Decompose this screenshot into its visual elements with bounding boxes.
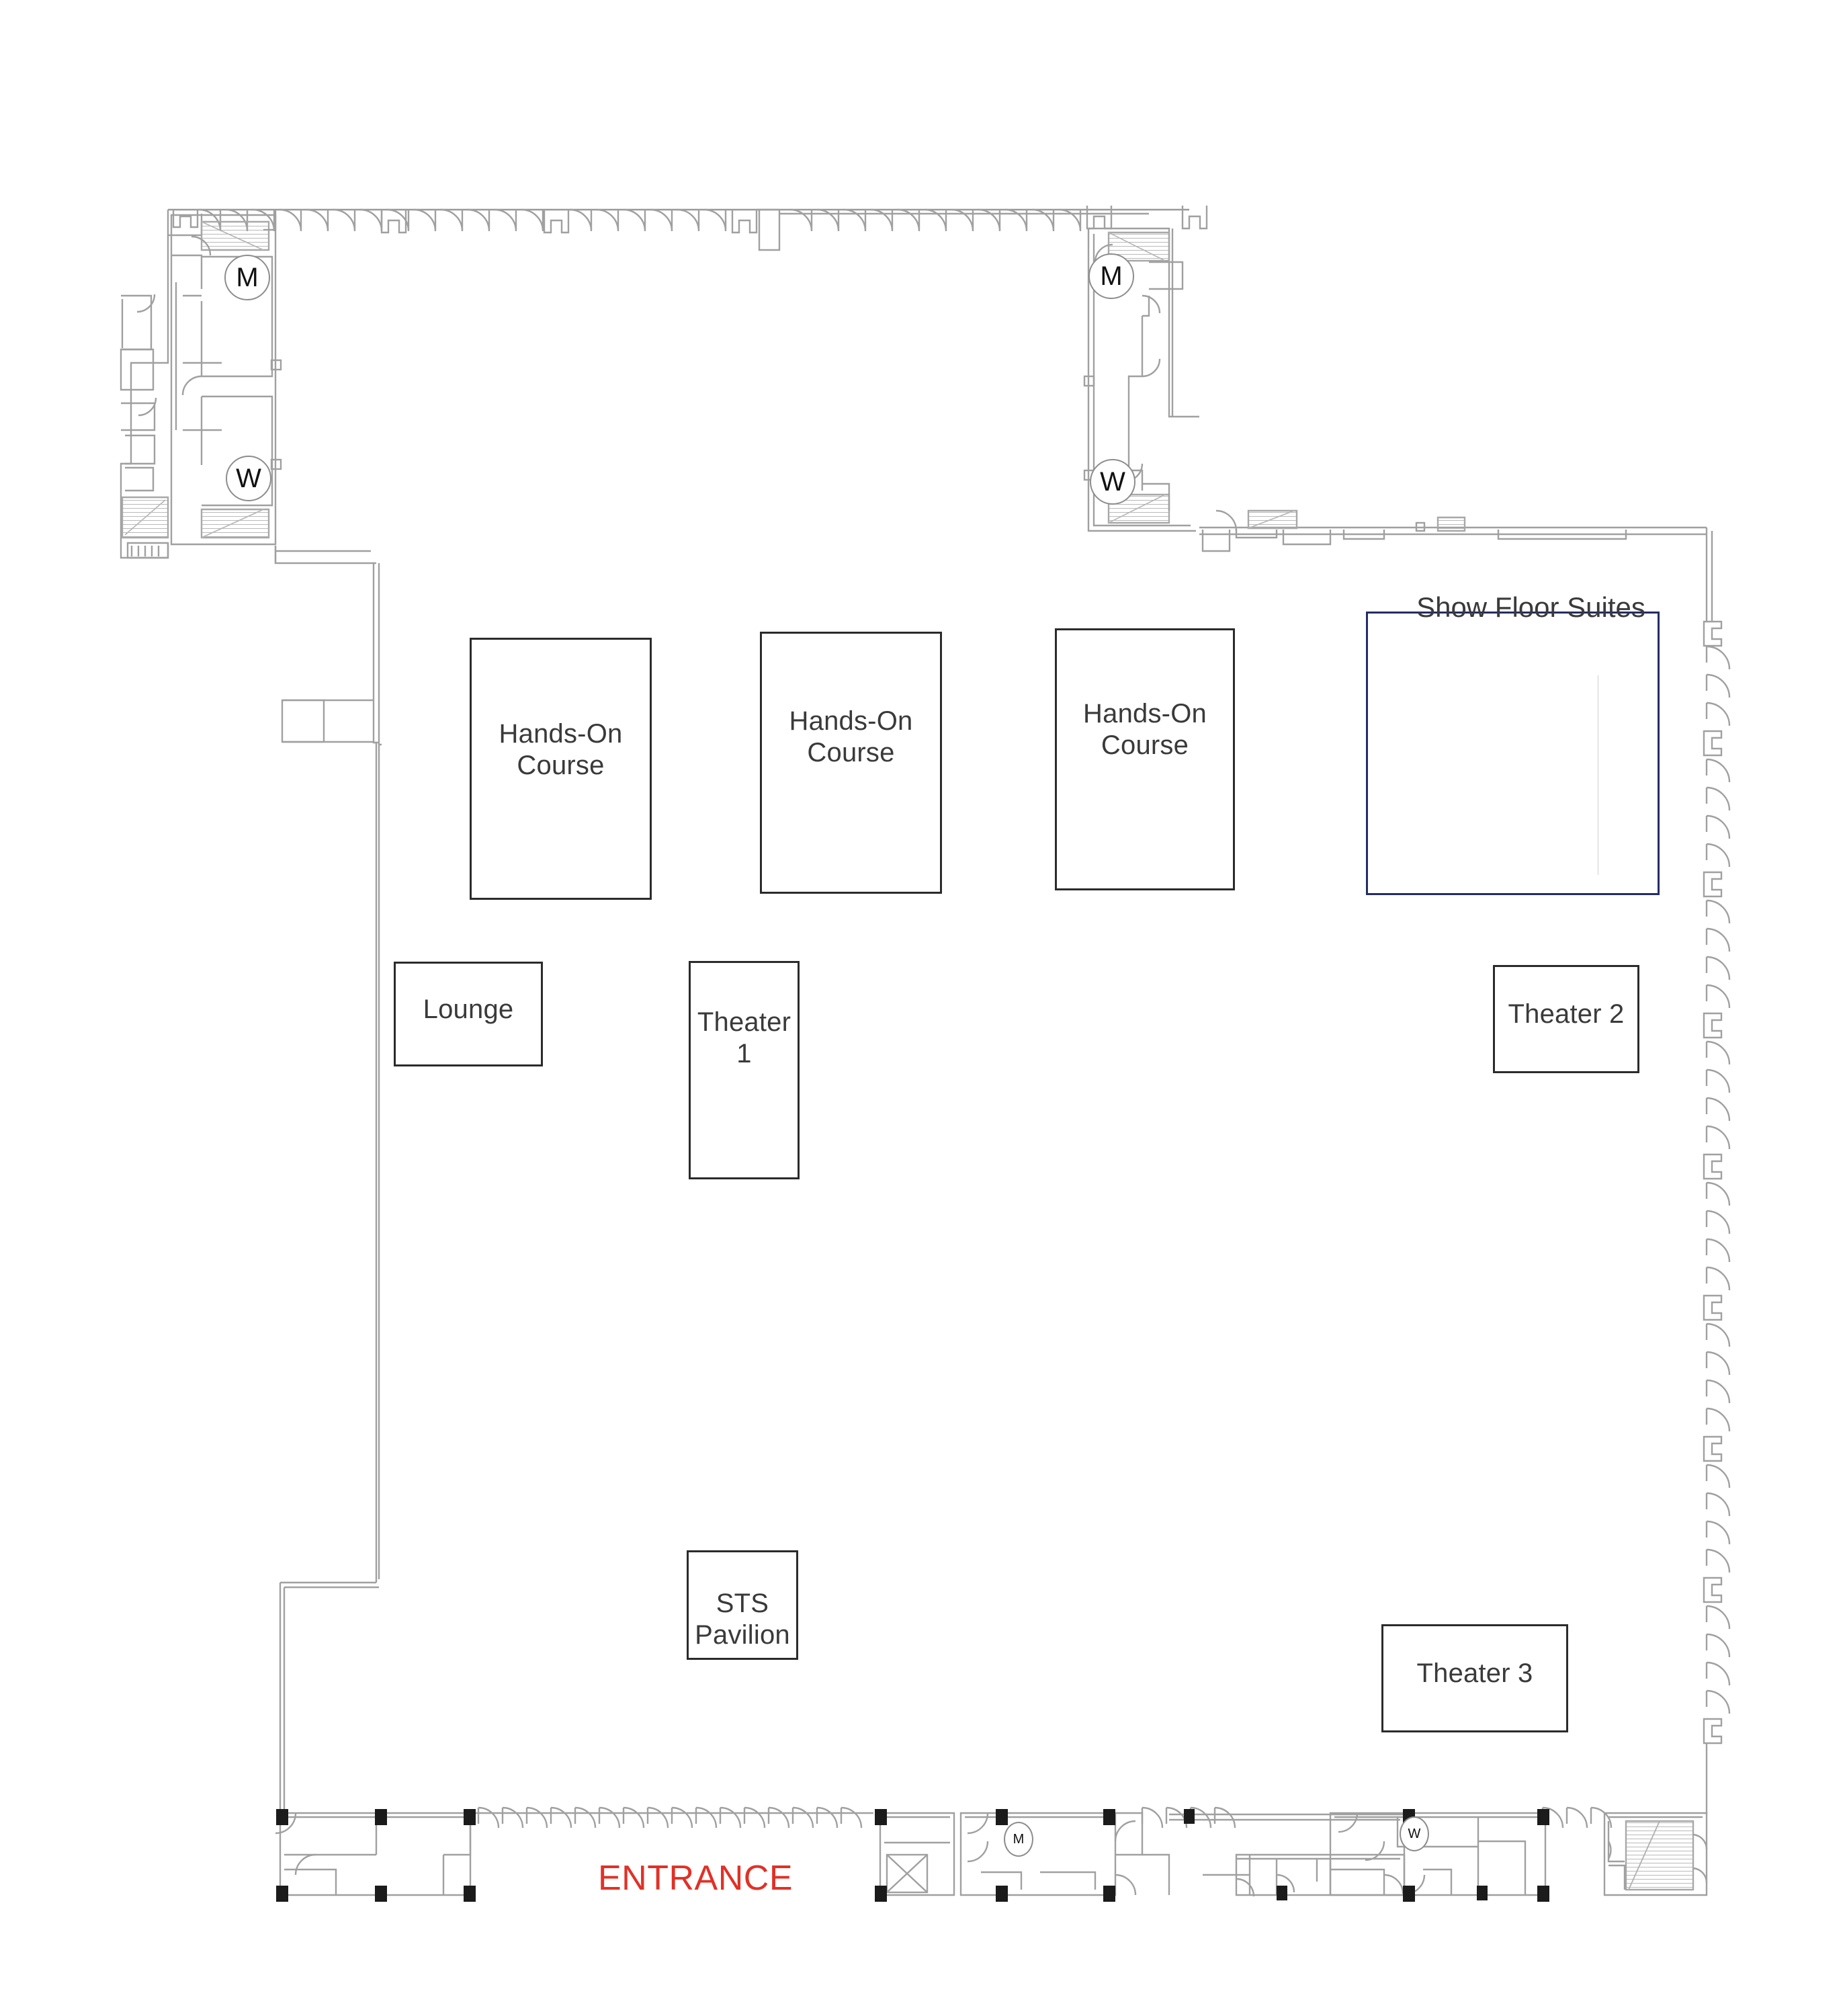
- top-curtain-wall: [168, 206, 1208, 251]
- upper-left-core: [120, 210, 282, 559]
- bottom-right-rooms: [1329, 1812, 1708, 1896]
- left-interior-wall: [274, 546, 382, 1814]
- entrance-label: ENTRANCE: [598, 1859, 793, 1898]
- right-curtain-wall: [1703, 528, 1731, 1814]
- bottom-left-rooms: [275, 1812, 472, 1896]
- restroom-men-upper-left-icon: M: [224, 255, 270, 300]
- upper-right-core: [1083, 227, 1707, 552]
- restroom-women-upper-right-icon: W: [1090, 459, 1135, 505]
- theater-2-box[interactable]: [1493, 965, 1639, 1073]
- structural-columns: [276, 1809, 1549, 1902]
- show-floor-suites-label: Show Floor Suites: [1416, 591, 1645, 623]
- show-floor-suites-box[interactable]: [1366, 612, 1660, 895]
- bottom-center-rooms: [879, 1812, 1406, 1897]
- restroom-men-upper-right-icon: M: [1088, 253, 1134, 299]
- lounge-box[interactable]: [394, 962, 543, 1066]
- theater-1-box[interactable]: [689, 961, 800, 1179]
- restroom-men-lower-icon: M: [1004, 1822, 1033, 1857]
- hands-on-course-3-box[interactable]: [1055, 628, 1235, 890]
- hands-on-course-2-box[interactable]: [760, 632, 942, 894]
- theater-3-box[interactable]: [1381, 1624, 1568, 1732]
- restroom-women-upper-left-icon: W: [226, 456, 271, 501]
- restroom-women-lower-icon: W: [1400, 1816, 1429, 1851]
- hands-on-course-1-box[interactable]: [470, 638, 652, 900]
- sts-pavilion-box[interactable]: [687, 1550, 798, 1660]
